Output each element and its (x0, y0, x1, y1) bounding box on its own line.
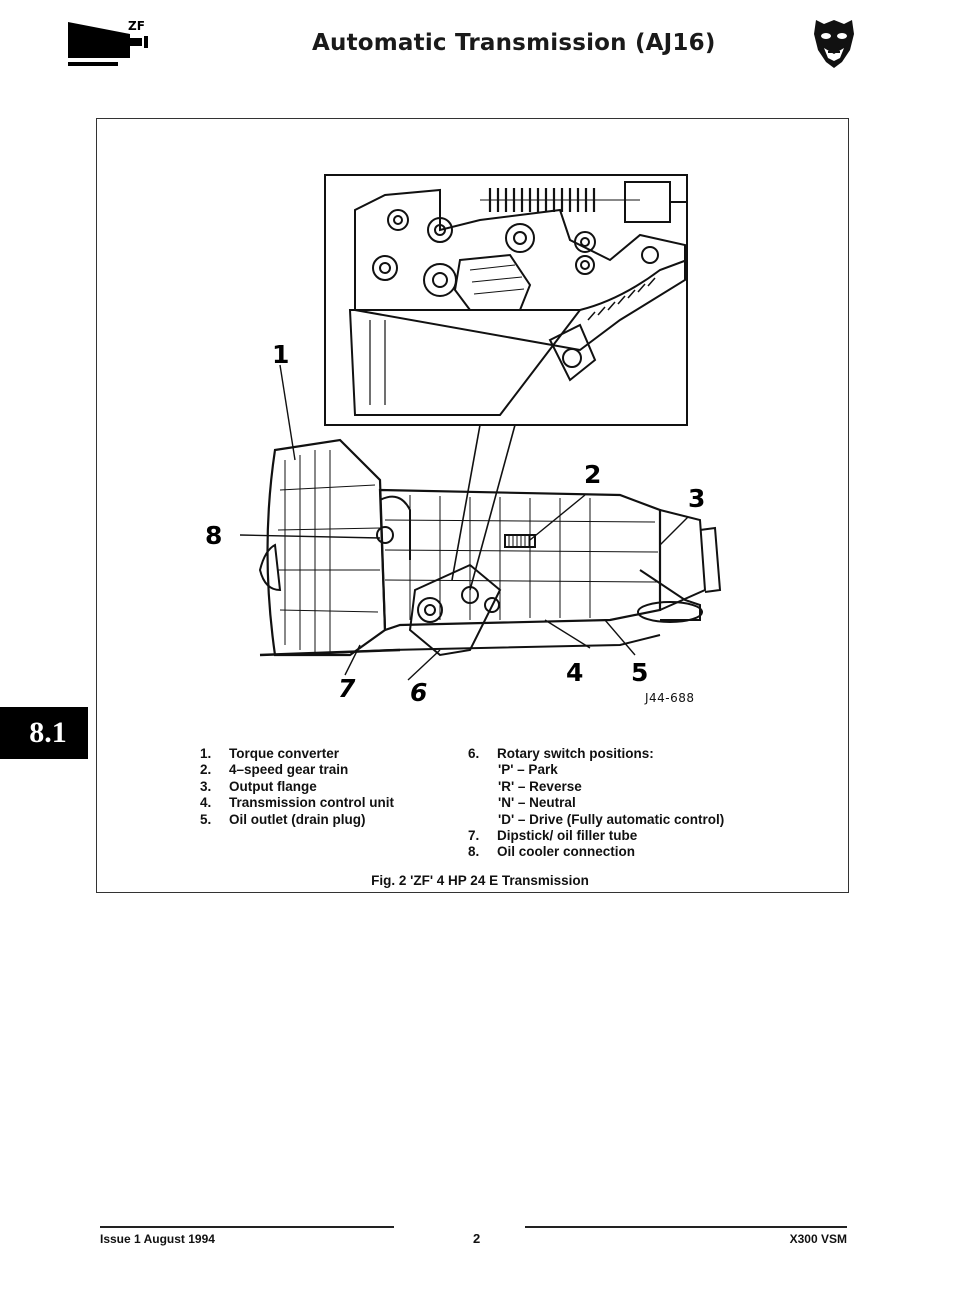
legend-item: 7.Dipstick/ oil filler tube (468, 828, 638, 844)
callout-6: 6 (410, 678, 428, 707)
legend-item: 6.Rotary switch positions: (468, 746, 654, 761)
page-number: 2 (473, 1231, 481, 1246)
legend-item: 2.4–speed gear train (200, 762, 349, 778)
callout-3: 3 (688, 484, 706, 513)
zf-logo: ZF (68, 19, 148, 66)
legend-item: 5.Oil outlet (drain plug) (200, 811, 366, 827)
section-tab: 8.1 (0, 707, 88, 759)
legend-subitem: 'D' – Drive (Fully automatic control) (498, 811, 725, 827)
footer-manual: X300 VSM (789, 1232, 847, 1246)
callout-1: 1 (272, 340, 290, 369)
legend-left: 1.Torque converter 2.4–speed gear train … (200, 746, 394, 828)
callout-2: 2 (584, 460, 602, 489)
legend-item: 4.Transmission control unit (200, 795, 395, 811)
callout-7: 7 (338, 674, 356, 703)
footer-rule (100, 1226, 394, 1228)
legend-item: 8.Oil cooler connection (468, 844, 636, 860)
legend-right: 6.Rotary switch positions: 'P' – Park 'R… (468, 746, 724, 861)
figure-caption: Fig. 2 'ZF' 4 HP 24 E Transmission (371, 873, 589, 888)
svg-text:ZF: ZF (128, 19, 145, 33)
figure-frame (96, 118, 849, 893)
jaguar-head-icon (814, 20, 854, 68)
legend-subitem: 'P' – Park (498, 762, 558, 778)
page-title: Automatic Transmission (AJ16) (312, 30, 716, 56)
inset-frame (324, 174, 688, 426)
footer-rule (525, 1226, 847, 1228)
legend-subitem: 'R' – Reverse (498, 778, 582, 794)
callout-5: 5 (631, 658, 649, 687)
transmission-illustration (239, 174, 722, 681)
legend-subitem: 'N' – Neutral (498, 795, 576, 811)
footer-issue: Issue 1 August 1994 (100, 1232, 215, 1246)
figure-reference-code: J44-688 (645, 691, 695, 705)
section-number: 8.1 (29, 716, 67, 749)
callout-4: 4 (566, 658, 584, 687)
legend-item: 1.Torque converter (200, 746, 340, 761)
legend-item: 3.Output flange (200, 778, 317, 794)
callout-8: 8 (205, 521, 223, 550)
